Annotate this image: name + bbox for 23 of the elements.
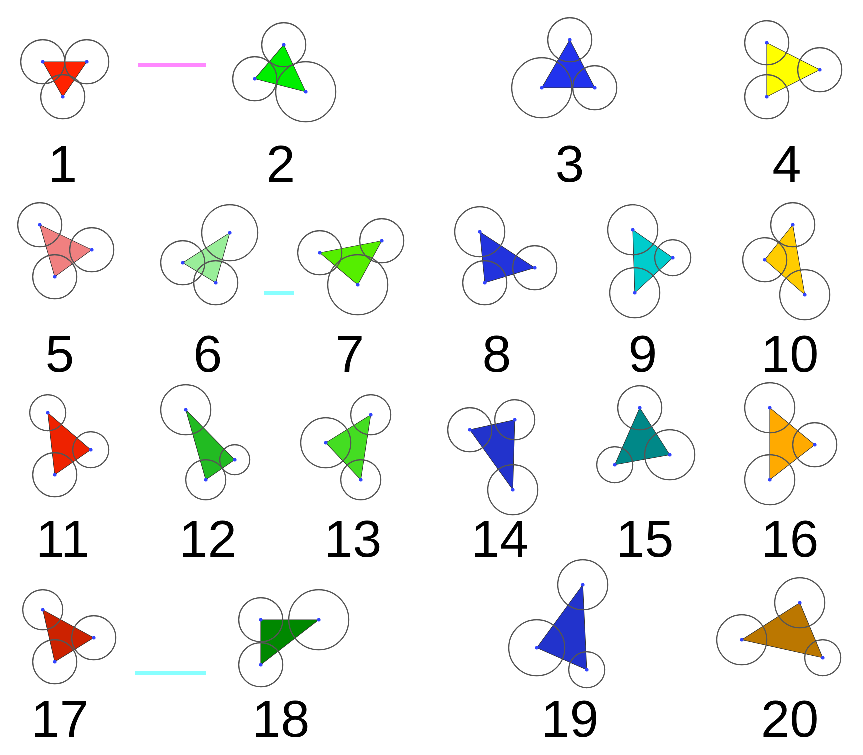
- figure-number: 20: [761, 692, 819, 748]
- figure-number: 18: [252, 692, 310, 748]
- figure-number: 19: [541, 692, 599, 748]
- connector-line: [135, 671, 206, 675]
- figure-number: 6: [194, 327, 222, 383]
- figure-number: 14: [471, 512, 529, 568]
- figure-number: 10: [761, 327, 819, 383]
- figure-number: 9: [628, 327, 658, 383]
- figure-number: 1: [48, 137, 78, 193]
- connector-line: [264, 291, 294, 295]
- figure-number: 13: [324, 512, 382, 568]
- figure-number: 17: [31, 692, 89, 748]
- figure-number: 15: [616, 512, 674, 568]
- figure-number: 5: [46, 327, 74, 383]
- figure-number: 4: [772, 137, 802, 193]
- figure-number: 3: [556, 137, 584, 193]
- figure-number: 11: [36, 512, 90, 568]
- figure-number: 12: [179, 512, 237, 568]
- figure-number: 8: [482, 327, 512, 383]
- figure-number: 7: [336, 327, 364, 383]
- figure-number: 2: [266, 137, 296, 193]
- figure-number: 16: [761, 512, 819, 568]
- connector-line: [138, 63, 206, 67]
